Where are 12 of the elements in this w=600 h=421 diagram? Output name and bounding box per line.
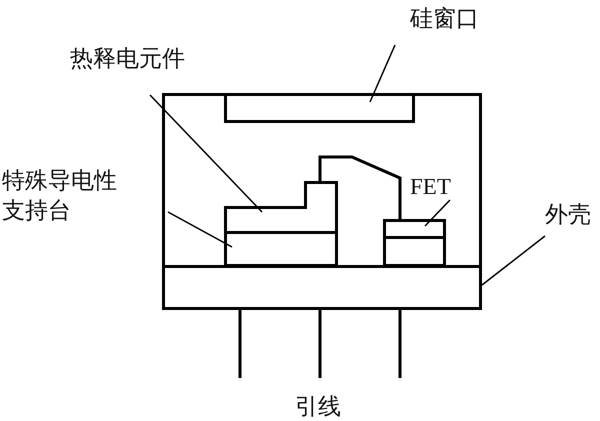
fet-chip [383,219,446,267]
part-label: FET [410,172,451,202]
part-label: 热释电元件 [70,44,185,74]
leader-line [482,235,546,286]
pyroelectric-element [224,181,338,234]
lead-label: 引线 [295,393,341,421]
part-label: 特殊导电性支持台 [2,166,124,226]
support-platform [224,231,338,267]
part-label: 硅窗口 [410,4,479,34]
sensor-housing [162,93,482,310]
silicon-window [224,93,415,123]
part-label: 外壳 [545,200,591,230]
